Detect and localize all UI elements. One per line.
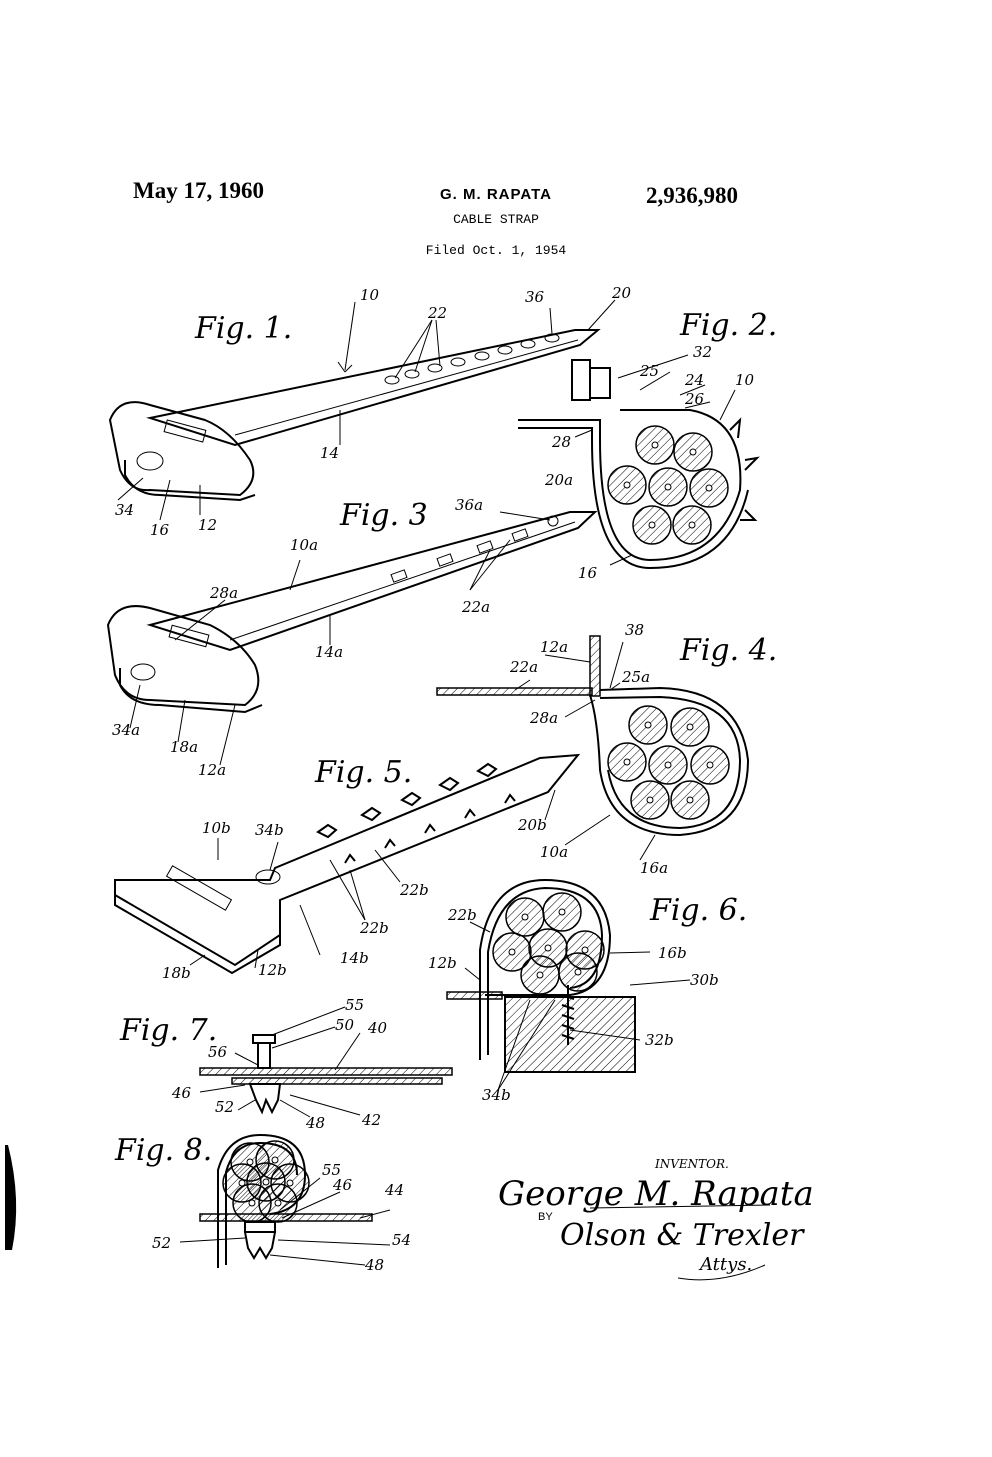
figure-3: Fig. 3 10a 36a 20a 28a 22a 14a 34a 18a [106, 471, 598, 779]
figure-2: Fig. 2. 20 32 25 24 10 26 28 16 [518, 284, 777, 582]
fig4-label-16a: 16a [640, 859, 668, 877]
fig5-label-18b: 18b [162, 964, 191, 982]
filed-date: Filed Oct. 1, 1954 [425, 243, 567, 258]
by-label: BY [538, 1211, 553, 1223]
fig6-label-30b: 30b [690, 971, 719, 989]
fig5-label-22b-a: 22b [399, 881, 429, 899]
figure-1: Fig. 1. 10 22 36 14 34 16 12 [108, 286, 601, 539]
fig1-label-14: 14 [320, 444, 339, 462]
attorneys-abbrev: Attys. [698, 1254, 752, 1275]
fig7-label-50: 50 [335, 1016, 355, 1034]
fig2-label-28: 28 [551, 433, 571, 451]
inventor-label: INVENTOR. [654, 1157, 729, 1171]
fig2-label-26: 26 [684, 390, 705, 408]
fig8-label-52: 52 [152, 1234, 171, 1252]
fig3-label-10a: 10a [290, 536, 318, 554]
fig2-label-25: 25 [639, 362, 659, 380]
fig1-label-34: 34 [115, 501, 134, 519]
fig8-label-55: 55 [322, 1161, 341, 1179]
fig4-label-12a: 12a [540, 638, 568, 656]
fig3-label-28a: 28a [209, 584, 238, 602]
fig2-label-32: 32 [693, 343, 712, 361]
fig7-label-48: 48 [305, 1114, 325, 1132]
fig5-label-22b-b: 22b [359, 919, 389, 937]
fig3-label-36a: 36a [455, 496, 483, 514]
fig2-label-24: 24 [684, 371, 704, 389]
fig8-label-44: 44 [384, 1181, 404, 1199]
fig2-label-10: 10 [735, 371, 755, 389]
figure-8: Fig. 8. 55 46 44 52 54 48 [114, 1133, 411, 1274]
fig6-label-16b: 16b [658, 944, 687, 962]
patent-number: 2,936,980 [646, 183, 738, 208]
fig4-label-38: 38 [625, 621, 644, 639]
fig6-caption: Fig. 6. [649, 893, 747, 928]
fig4-label-25a: 25a [621, 668, 650, 686]
fig5-label-34b: 34b [255, 821, 284, 839]
fig3-label-34a: 34a [112, 721, 140, 739]
fig1-label-12: 12 [198, 516, 217, 534]
fig3-label-14a: 14a [315, 643, 343, 661]
inventor-name: G. M. RAPATA [440, 186, 552, 203]
fig3-label-12a: 12a [198, 761, 226, 779]
fig6-label-34b: 34b [482, 1086, 511, 1104]
fig8-label-48: 48 [364, 1256, 384, 1274]
fig6-label-12b: 12b [428, 954, 457, 972]
fig5-label-10b: 10b [202, 819, 231, 837]
binding-edge-mark [5, 1145, 17, 1250]
fig4-caption: Fig. 4. [679, 633, 777, 668]
figure-7: Fig. 7. 55 50 40 56 46 52 48 42 [119, 996, 453, 1132]
patent-date: May 17, 1960 [133, 178, 264, 203]
fig7-label-46: 46 [171, 1084, 192, 1102]
fig7-label-56: 56 [208, 1043, 228, 1061]
fig6-label-32b: 32b [645, 1031, 674, 1049]
fig5-label-20b: 20b [517, 816, 547, 834]
fig4-label-22a: 22a [509, 658, 538, 676]
fig5-caption: Fig. 5. [314, 755, 412, 790]
signature-block: INVENTOR. George M. Rapata BY Olson & Tr… [498, 1157, 814, 1281]
inventor-signature: George M. Rapata [498, 1174, 814, 1214]
fig5-label-12b: 12b [258, 961, 287, 979]
fig7-label-55: 55 [345, 996, 364, 1014]
fig1-label-22: 22 [427, 304, 447, 322]
attorneys-signature: Olson & Trexler [560, 1218, 805, 1253]
fig7-label-42: 42 [361, 1111, 381, 1129]
fig6-label-22b: 22b [447, 906, 477, 924]
fig1-label-10: 10 [360, 286, 380, 304]
fig3-label-22a: 22a [461, 598, 490, 616]
fig4-label-28a: 28a [529, 709, 558, 727]
fig3-label-20a: 20a [544, 471, 573, 489]
fig4-label-10a: 10a [540, 843, 568, 861]
figure-5: Fig. 5. 10b 34b 20b 22b 22b 14b 18b 12b [114, 753, 581, 982]
fig7-label-40: 40 [367, 1019, 388, 1037]
fig2-caption: Fig. 2. [679, 308, 777, 343]
fig8-label-46: 46 [332, 1176, 353, 1194]
fig2-label-16: 16 [578, 564, 598, 582]
fig8-label-54: 54 [392, 1231, 411, 1249]
figure-4: Fig. 4. 38 12a 22a 25a 28a 10a 16a [436, 621, 777, 877]
fig3-caption: Fig. 3 [339, 498, 428, 533]
fig7-label-52: 52 [215, 1098, 234, 1116]
fig7-caption: Fig. 7. [119, 1013, 217, 1048]
fig1-caption: Fig. 1. [194, 311, 292, 346]
fig1-label-16: 16 [150, 521, 170, 539]
figure-6: Fig. 6. 22b 16b 12b 30b 32b 34b [428, 878, 747, 1104]
fig3-label-18a: 18a [170, 738, 198, 756]
fig5-label-14b: 14b [340, 949, 369, 967]
fig8-caption: Fig. 8. [114, 1133, 212, 1168]
patent-title: CABLE STRAP [453, 212, 539, 227]
fig1-label-36: 36 [525, 288, 545, 306]
fig2-label-20: 20 [611, 284, 632, 302]
